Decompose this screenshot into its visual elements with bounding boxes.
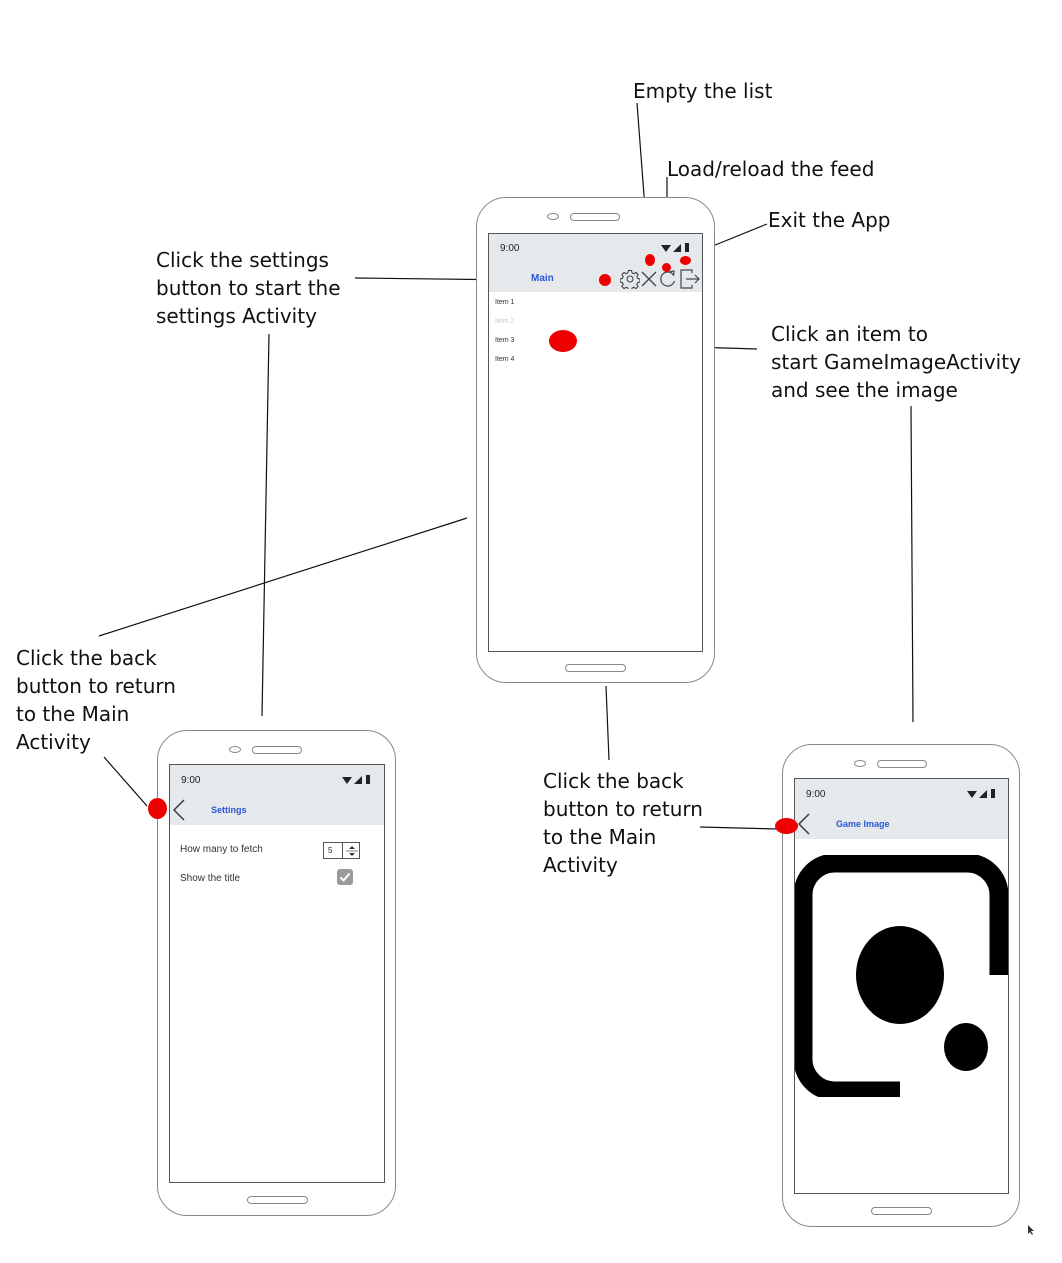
show-title-label: Show the title	[180, 873, 241, 884]
home-button[interactable]	[565, 664, 626, 672]
status-icons	[342, 775, 370, 784]
connector-back-middle-dot	[699, 826, 779, 830]
settings-title: Settings	[211, 805, 247, 815]
marker-item	[549, 330, 577, 352]
status-time: 9:00	[806, 789, 826, 800]
status-time: 9:00	[181, 775, 201, 786]
marker-settings	[599, 274, 611, 286]
list-item[interactable]: Item 2	[495, 318, 515, 325]
refresh-icon[interactable]	[658, 269, 678, 289]
main-app-bar: 9:00 Main	[489, 234, 702, 292]
connector-item-to-game	[910, 405, 914, 723]
list-item[interactable]: Item 1	[495, 299, 515, 306]
connector-settings-to-phone	[261, 333, 270, 717]
fetch-count-label: How many to fetch	[180, 844, 263, 855]
main-screen: 9:00 Main	[488, 233, 703, 652]
camera-dot	[229, 746, 241, 753]
home-button[interactable]	[871, 1207, 932, 1215]
annotation-back-middle: Click the back button to return to the M…	[543, 769, 703, 877]
marker-exit-app	[680, 256, 691, 265]
game-image-title: Game Image	[836, 819, 890, 829]
status-icons	[967, 789, 995, 798]
settings-phone: 9:00 Settings How many to fetch 5 Show t…	[157, 730, 396, 1216]
list-item[interactable]: Item 3	[495, 337, 515, 344]
connector-back-left-to-main	[98, 517, 468, 637]
annotation-back-left: Click the back button to return to the M…	[16, 646, 176, 754]
speaker-bar	[570, 213, 620, 221]
connector-main-to-back-middle	[605, 685, 610, 761]
main-title: Main	[531, 273, 554, 284]
cursor-icon	[1028, 1225, 1034, 1235]
list-item[interactable]: Item 4	[495, 356, 515, 363]
home-button[interactable]	[247, 1196, 308, 1204]
camera-dot	[854, 760, 866, 767]
marker-reload-feed	[662, 263, 671, 272]
show-title-checkbox[interactable]	[337, 869, 353, 885]
status-time: 9:00	[500, 243, 520, 254]
settings-app-bar: 9:00 Settings	[170, 765, 384, 825]
annotation-settings: Click the settings button to start the s…	[156, 248, 341, 328]
marker-back-settings	[148, 798, 167, 819]
speaker-bar	[877, 760, 927, 768]
stepper-arrows-icon[interactable]	[346, 844, 358, 858]
fetch-count-value: 5	[328, 846, 333, 855]
connector-back-left-dot	[103, 756, 148, 807]
close-icon[interactable]	[640, 270, 658, 288]
image-placeholder-icon	[795, 855, 1008, 1097]
annotation-exit-app: Exit the App	[768, 208, 891, 232]
marker-empty-list	[645, 254, 655, 266]
main-phone: 9:00 Main	[476, 197, 715, 683]
annotation-empty-list: Empty the list	[633, 79, 773, 103]
game-image-screen: 9:00 Game Image	[794, 778, 1009, 1194]
status-icons	[661, 243, 689, 252]
camera-dot	[547, 213, 559, 220]
exit-icon[interactable]	[679, 268, 701, 290]
checkmark-icon	[339, 872, 351, 882]
settings-icon[interactable]	[620, 269, 640, 289]
back-arrow-icon[interactable]	[797, 813, 811, 835]
speaker-bar	[252, 746, 302, 754]
settings-screen: 9:00 Settings How many to fetch 5 Show t…	[169, 764, 385, 1183]
stepper-divider	[342, 843, 343, 858]
back-arrow-icon[interactable]	[172, 799, 186, 821]
game-image-phone: 9:00 Game Image	[782, 744, 1020, 1227]
game-image-app-bar: 9:00 Game Image	[795, 779, 1008, 839]
annotation-reload-feed: Load/reload the feed	[667, 157, 875, 181]
fetch-count-stepper[interactable]: 5	[323, 842, 360, 859]
annotation-item-click: Click an item to start GameImageActivity…	[771, 322, 1021, 402]
marker-back-game-image	[775, 818, 798, 834]
